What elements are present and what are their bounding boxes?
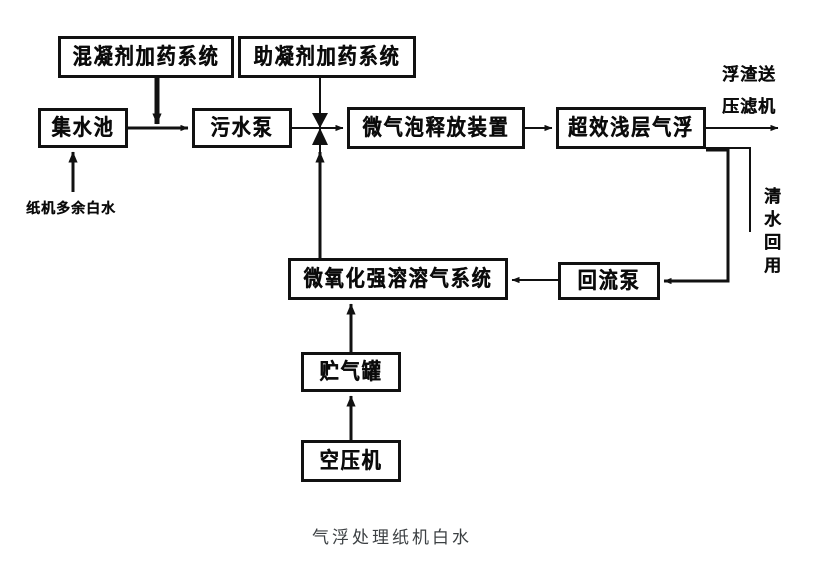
node-collect-tank[interactable]: 集水池: [38, 108, 128, 148]
diagram-caption: 气浮处理纸机白水: [312, 528, 472, 548]
node-label: 空压机: [319, 447, 383, 474]
node-shallow-air-flotation[interactable]: 超效浅层气浮: [556, 107, 706, 149]
node-label: 助凝剂加药系统: [253, 43, 401, 70]
node-coagulant-dosing-system[interactable]: 混凝剂加药系统: [58, 36, 234, 78]
edge-clearwater-to-refluxpump: [663, 148, 730, 285]
node-gas-storage-tank[interactable]: 贮气罐: [301, 352, 401, 392]
valve-icon: [312, 113, 328, 145]
node-label: 贮气罐: [319, 358, 383, 385]
node-label: 混凝剂加药系统: [72, 43, 220, 70]
edge-clearwater-outer: [706, 147, 751, 232]
node-label: 集水池: [51, 114, 115, 141]
node-label: 微气泡释放装置: [362, 114, 510, 141]
label-scum-to-filter-press-line2: 压滤机: [722, 97, 776, 117]
node-flocculant-dosing-system[interactable]: 助凝剂加药系统: [238, 36, 416, 78]
label-clear-water-reuse: 清水回用: [760, 187, 780, 279]
node-sewage-pump[interactable]: 污水泵: [192, 108, 292, 148]
node-reflux-pump[interactable]: 回流泵: [558, 262, 660, 300]
node-label: 超效浅层气浮: [567, 114, 694, 141]
label-scum-to-filter-press-line1: 浮渣送: [722, 65, 776, 85]
node-label: 污水泵: [210, 114, 274, 141]
node-air-compressor[interactable]: 空压机: [301, 440, 401, 482]
label-white-water-inlet: 纸机多余白水: [26, 201, 116, 217]
node-label: 微氧化强溶溶气系统: [303, 265, 493, 292]
node-microbubble-release-device[interactable]: 微气泡释放装置: [347, 107, 525, 149]
node-label: 回流泵: [577, 267, 641, 294]
node-dissolved-gas-system[interactable]: 微氧化强溶溶气系统: [288, 258, 508, 300]
